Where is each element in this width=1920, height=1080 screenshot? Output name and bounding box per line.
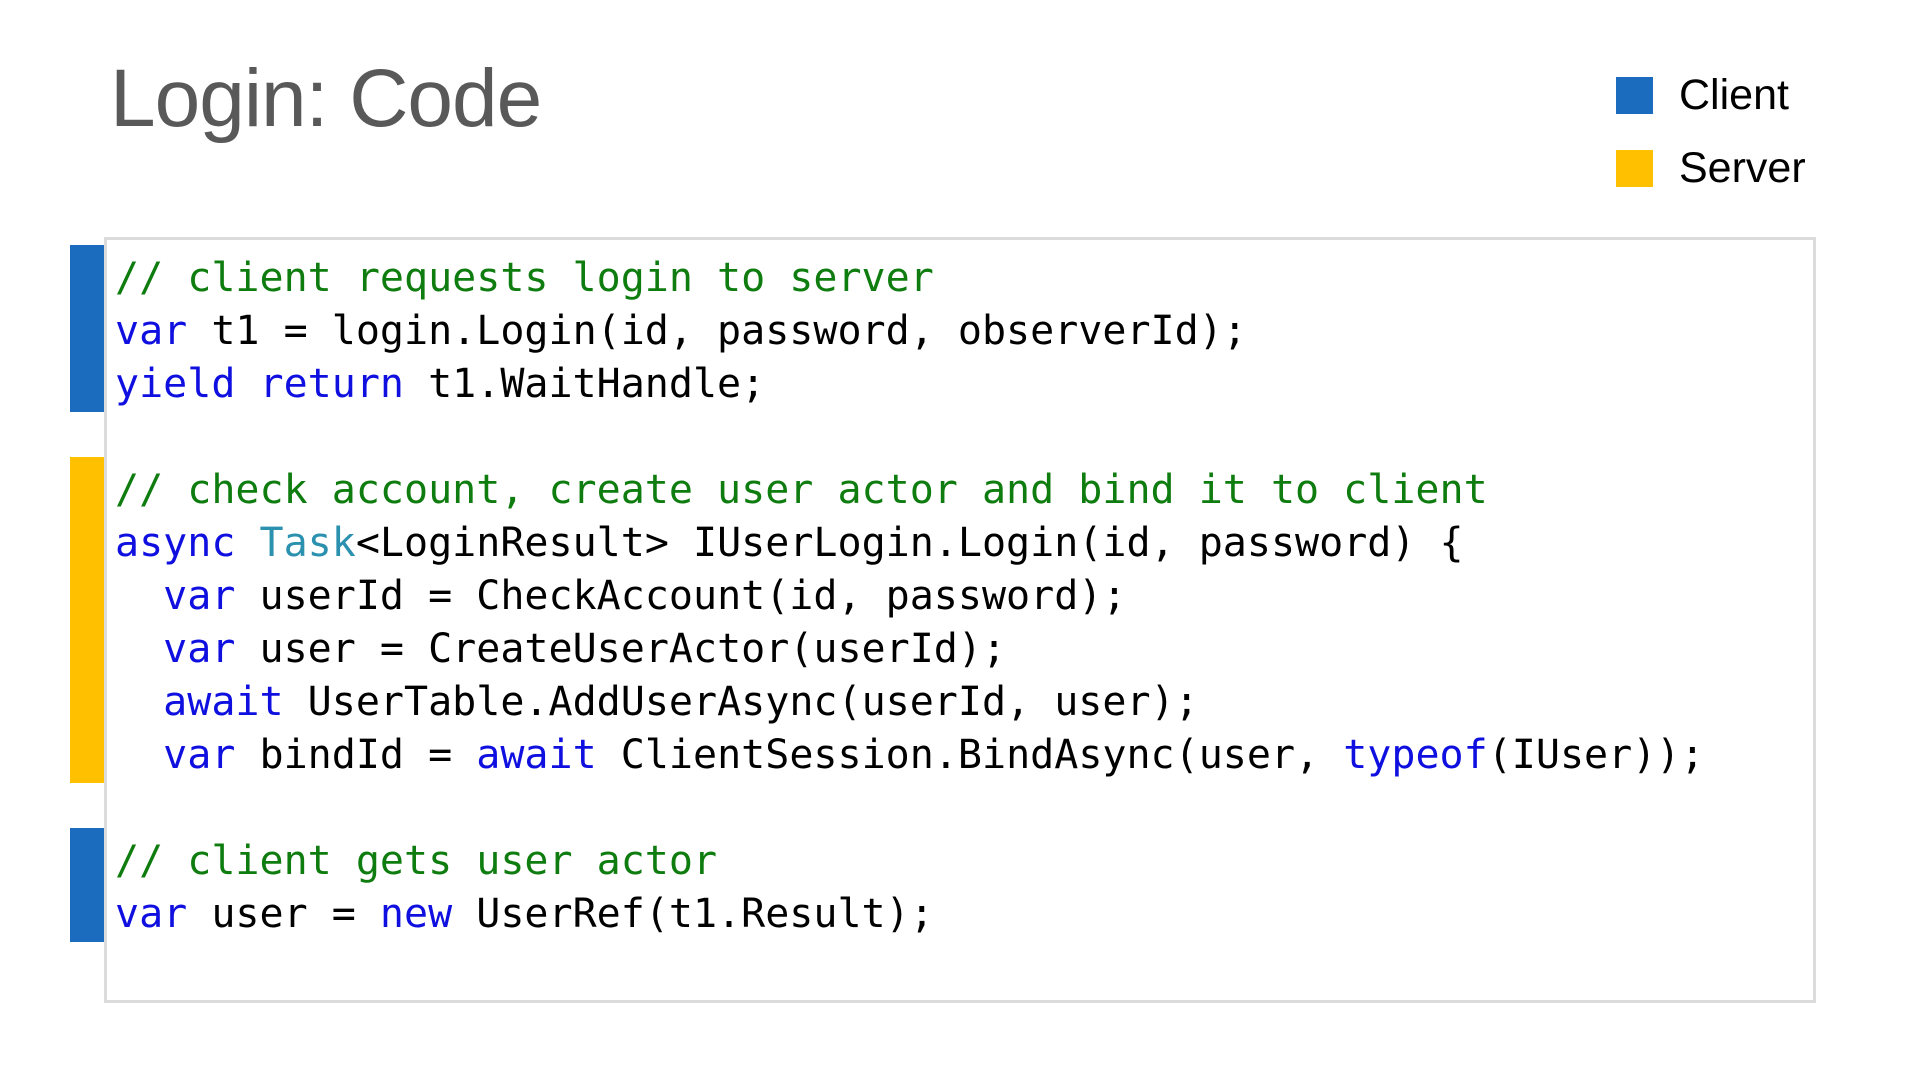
code-token: // check account, create user actor and …	[115, 467, 1488, 513]
code-token	[115, 679, 163, 725]
code-token: var	[115, 308, 188, 354]
code-line: async Task<LoginResult> IUserLogin.Login…	[115, 517, 1809, 570]
code-token: UserRef(t1.Result);	[452, 891, 934, 937]
code-token: // client gets user actor	[115, 838, 718, 884]
code-token: ClientSession.BindAsync(user,	[596, 732, 1344, 778]
code-token	[115, 573, 163, 619]
marker-bar-client	[70, 245, 104, 412]
code-line	[115, 411, 1809, 464]
code-token: new	[379, 891, 453, 937]
code-token: var	[163, 573, 236, 619]
code-line: var userId = CheckAccount(id, password);	[115, 570, 1809, 623]
code-token: userId = CheckAccount(id, password);	[235, 573, 1127, 619]
code-line	[115, 782, 1809, 835]
code-token: UserTable.AddUserAsync(userId, user);	[283, 679, 1199, 725]
server-color-swatch	[1616, 150, 1653, 187]
code-token: await	[476, 732, 597, 778]
code-token: var	[163, 626, 236, 672]
code-token: (IUser));	[1487, 732, 1705, 778]
code-token: user = CreateUserActor(userId);	[235, 626, 1007, 672]
page-title: Login: Code	[110, 53, 542, 144]
code-token: yield return	[115, 361, 404, 407]
marker-bar-client	[70, 828, 104, 942]
legend-label-server: Server	[1679, 144, 1806, 192]
code-token: async	[115, 520, 236, 566]
code-line: yield return t1.WaitHandle;	[115, 358, 1809, 411]
code-token: t1 = login.Login(id, password, observerI…	[187, 308, 1247, 354]
code-line: // check account, create user actor and …	[115, 464, 1809, 517]
code-token: var	[163, 732, 236, 778]
code-token: var	[115, 891, 188, 937]
code-token	[115, 732, 163, 778]
code-token	[115, 626, 163, 672]
code-token: <LoginResult> IUserLogin.Login(id, passw…	[355, 520, 1464, 566]
code-token: await	[163, 679, 284, 725]
code-token: bindId =	[235, 732, 477, 778]
code-line: await UserTable.AddUserAsync(userId, use…	[115, 676, 1809, 729]
marker-bar-server	[70, 457, 104, 783]
code-line: var t1 = login.Login(id, password, obser…	[115, 305, 1809, 358]
code-line: // client gets user actor	[115, 835, 1809, 888]
code-token: t1.WaitHandle;	[403, 361, 766, 407]
legend-label-client: Client	[1679, 71, 1789, 119]
legend: Client Server	[1616, 74, 1806, 190]
code-line: var bindId = await ClientSession.BindAsy…	[115, 729, 1809, 782]
legend-item-client: Client	[1616, 74, 1806, 117]
code-token: Task	[259, 520, 356, 566]
code-line: // client requests login to server	[115, 252, 1809, 305]
code-token	[235, 520, 259, 566]
legend-item-server: Server	[1616, 147, 1806, 190]
code-token: user =	[187, 891, 380, 937]
code-token: typeof	[1343, 732, 1488, 778]
code-line: var user = CreateUserActor(userId);	[115, 623, 1809, 676]
code-line: var user = new UserRef(t1.Result);	[115, 888, 1809, 941]
code-token: // client requests login to server	[115, 255, 934, 301]
client-color-swatch	[1616, 77, 1653, 114]
